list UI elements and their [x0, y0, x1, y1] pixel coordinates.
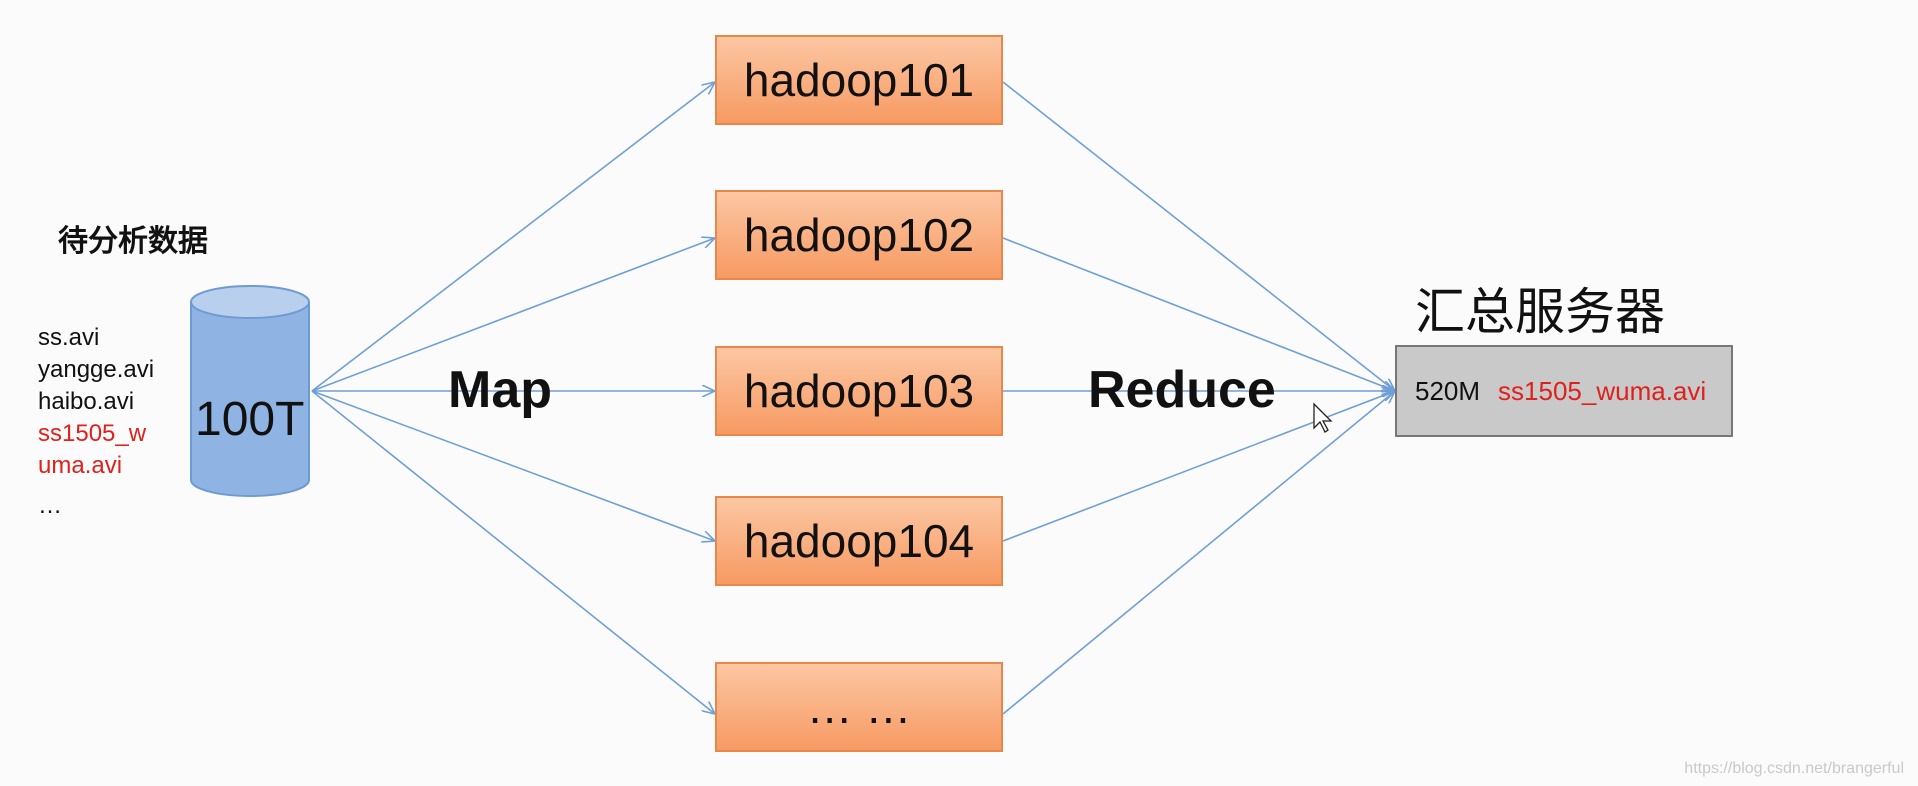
storage-size-label: 100T: [195, 393, 305, 446]
result-file: ss1505_wuma.avi: [1498, 375, 1707, 406]
database-cylinder-icon: [190, 285, 310, 497]
map-arrow-more: [311, 390, 715, 714]
watermark: https://blog.csdn.net/brangerful: [1684, 760, 1904, 777]
file-item-ellipsis: …: [38, 492, 62, 519]
file-item: yangge.avi: [38, 356, 155, 383]
node-hadoop101: hadoop101: [715, 35, 1003, 125]
reduce-arrow-hadoop104: [1002, 391, 1395, 542]
node-hadoop102: hadoop102: [715, 190, 1003, 280]
file-item: haibo.avi: [38, 388, 135, 415]
result-size: 520M: [1415, 375, 1481, 406]
file-item-highlighted: uma.avi: [38, 452, 123, 479]
map-arrow-hadoop102: [311, 238, 715, 392]
map-label: Map: [448, 361, 552, 419]
file-item: ss.avi: [38, 324, 100, 351]
reduce-label: Reduce: [1088, 361, 1276, 419]
file-item-highlighted: ss1505_w: [38, 420, 147, 447]
data-section-title: 待分析数据: [58, 225, 208, 258]
node-hadoop103: hadoop103: [715, 346, 1003, 436]
node-hadoop104: hadoop104: [715, 496, 1003, 586]
mouse-cursor-icon: [1313, 402, 1333, 433]
aggregation-server-title: 汇总服务器: [1415, 284, 1665, 340]
node-more: … …: [715, 662, 1003, 752]
aggregation-server-box: 520M ss1505_wuma.avi: [1395, 345, 1733, 437]
reduce-arrow-more: [1002, 391, 1395, 715]
map-arrow-hadoop104: [311, 390, 715, 541]
reduce-arrow-hadoop102: [1002, 237, 1395, 391]
map-arrow-hadoop101: [311, 82, 715, 392]
reduce-arrow-hadoop101: [1002, 81, 1395, 391]
